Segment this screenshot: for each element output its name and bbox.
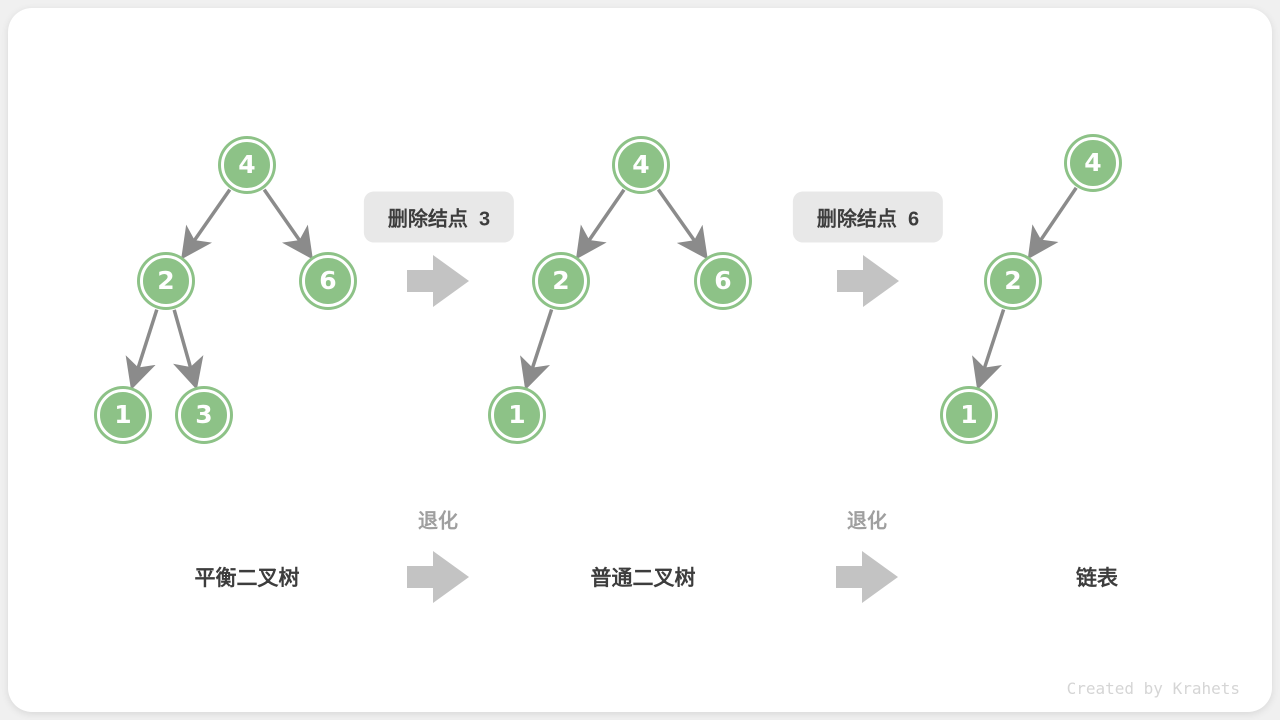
tree-node: 2	[140, 255, 192, 307]
tree-name-balanced: 平衡二叉树	[194, 567, 300, 590]
tree-name-ordinary: 普通二叉树	[590, 567, 696, 590]
tree-node: 1	[943, 389, 995, 441]
tree-node: 4	[615, 139, 667, 191]
tree-name-linked-list: 链表	[1076, 567, 1118, 590]
degenerate-label: 退化	[847, 510, 887, 533]
degenerate-label: 退化	[418, 510, 458, 533]
tree-node: 3	[178, 389, 230, 441]
tree-node: 4	[1067, 137, 1119, 189]
step-label-delete-3: 删除结点 3	[363, 191, 515, 243]
tree-node: 2	[987, 255, 1039, 307]
tree-node: 1	[97, 389, 149, 441]
tree-node: 4	[221, 139, 273, 191]
tree-node: 6	[697, 255, 749, 307]
diagram-card	[8, 8, 1272, 712]
watermark-credit: Created by Krahets	[1066, 679, 1240, 698]
tree-node: 6	[302, 255, 354, 307]
tree-node: 1	[491, 389, 543, 441]
step-label-delete-6: 删除结点 6	[792, 191, 944, 243]
tree-node: 2	[535, 255, 587, 307]
